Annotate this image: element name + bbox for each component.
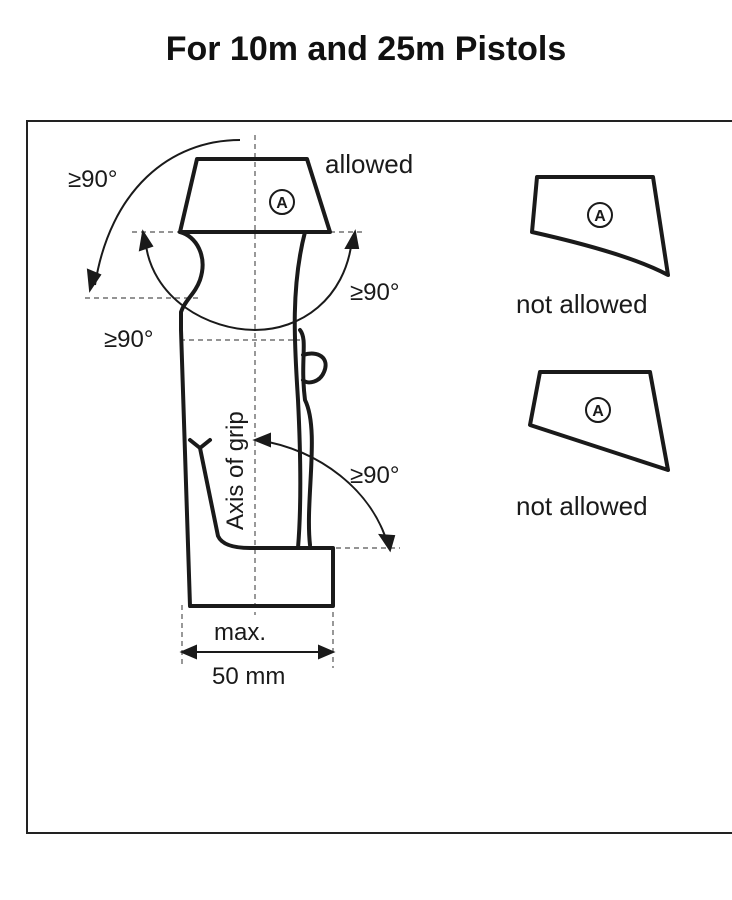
marker-a-circle — [585, 397, 611, 423]
angle-label-top-left: ≥90° — [68, 166, 117, 193]
angle-label-left-mid: ≥90° — [104, 326, 153, 353]
allowed-label: allowed — [325, 149, 413, 179]
angle-arcs — [86, 139, 396, 553]
arc-top-left — [94, 139, 241, 286]
not-allowed-shape-1 — [530, 175, 670, 277]
palm-shelf — [188, 438, 300, 550]
marker-a-circle — [587, 202, 613, 228]
marker-a-letter: A — [276, 195, 288, 212]
angle-label-right-upper: ≥90° — [350, 279, 399, 306]
width-dimension — [179, 644, 336, 660]
arc-lower-right-arrowhead-start — [252, 432, 271, 448]
marker-a-letter: A — [592, 403, 604, 420]
arc-top-right — [144, 237, 353, 332]
width-arrow-right — [318, 644, 336, 660]
not-allowed-shape-2 — [528, 370, 670, 472]
allowed-top-block — [178, 157, 332, 234]
grip-outline — [178, 230, 335, 608]
finger-rest-bump — [301, 351, 328, 385]
marker-a-letter: A — [594, 208, 606, 225]
reference-lines — [85, 135, 400, 668]
marker-a-not-allowed-2: A — [585, 397, 611, 423]
arc-lower-right — [257, 439, 389, 546]
angle-label-right-lower: ≥90° — [350, 462, 399, 489]
arc-top-right-arrowhead-right — [344, 229, 360, 249]
arc-top-left-arrowhead — [86, 268, 102, 293]
marker-a-circle — [269, 189, 295, 215]
width-label: 50 mm — [212, 663, 285, 690]
marker-a-not-allowed-1: A — [587, 202, 613, 228]
arc-lower-right-arrowhead — [378, 533, 396, 553]
not-allowed-label-2: not allowed — [516, 491, 648, 521]
max-label: max. — [214, 619, 266, 646]
axis-of-grip-label: Axis of grip — [222, 411, 249, 530]
width-arrow-left — [179, 644, 197, 660]
page-title: For 10m and 25m Pistols — [165, 30, 567, 68]
not-allowed-label-1: not allowed — [516, 289, 648, 319]
marker-a-allowed: A — [269, 189, 295, 215]
backstrap-top — [178, 230, 335, 608]
trigger-guard-inner — [298, 328, 314, 547]
arc-top-right-arrowhead-left — [138, 229, 154, 252]
diagram-frame — [26, 120, 732, 834]
